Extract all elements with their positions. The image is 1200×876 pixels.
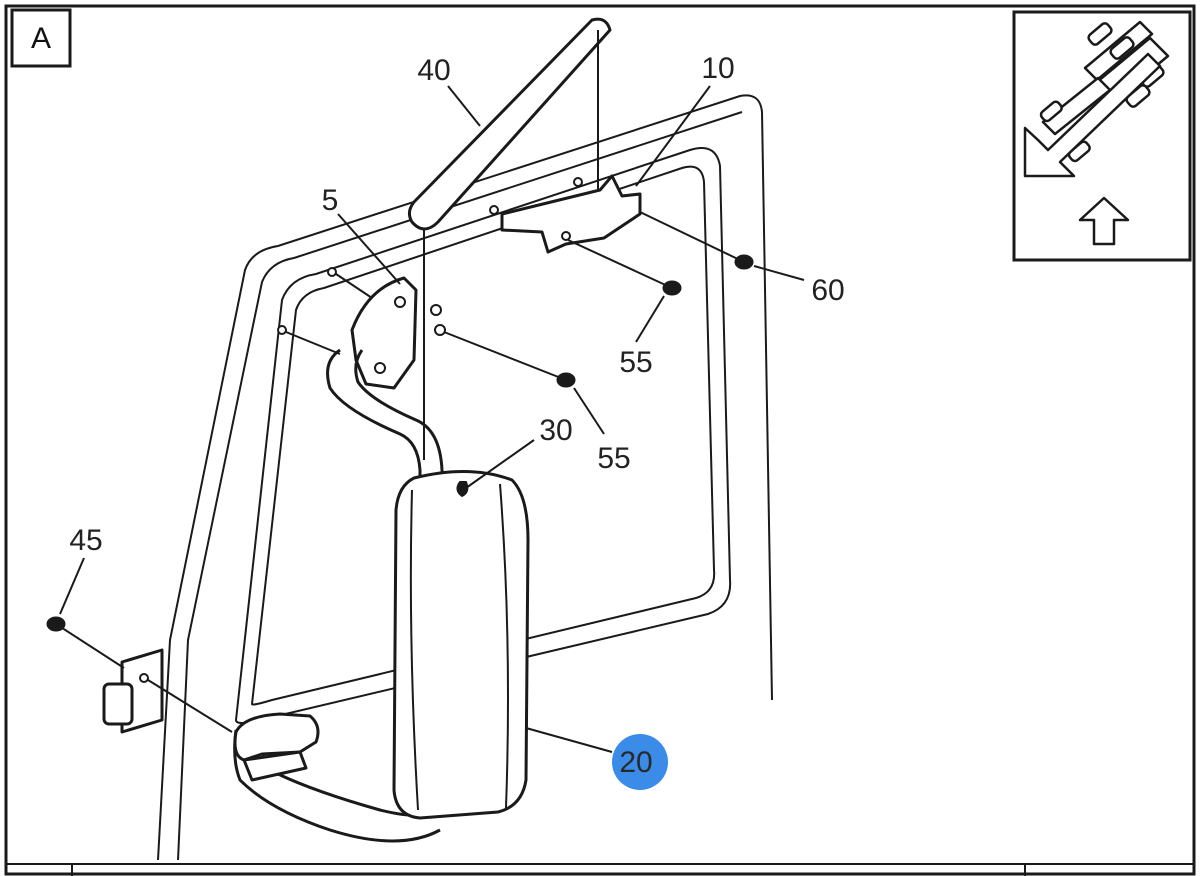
leader-55b xyxy=(573,387,605,435)
leader-lines xyxy=(59,85,805,753)
panel-label: A xyxy=(31,22,51,55)
callout-60[interactable]: 60 xyxy=(811,274,844,307)
leader-10 xyxy=(635,85,711,187)
truck-orientation-icon xyxy=(1023,20,1170,178)
arrow-up-icon xyxy=(1078,196,1130,246)
callout-55-lower[interactable]: 55 xyxy=(597,442,630,475)
diagram-frame xyxy=(4,4,1196,876)
callout-highlight[interactable] xyxy=(612,734,668,790)
panel-label-box: A xyxy=(10,8,72,68)
lower-foot-mount xyxy=(233,712,320,782)
leader-45 xyxy=(59,557,85,615)
callout-55-upper[interactable]: 55 xyxy=(619,346,652,379)
door-window-outline xyxy=(157,94,773,861)
leader-60 xyxy=(753,265,805,281)
part-45-hinge xyxy=(102,648,233,734)
part-5-lower-bracket xyxy=(277,267,446,390)
orientation-inset xyxy=(1012,10,1192,262)
callout-5[interactable]: 5 xyxy=(322,184,339,217)
callout-45[interactable]: 45 xyxy=(69,524,102,557)
leader-30 xyxy=(465,439,535,489)
part-20-mirror-head xyxy=(392,469,530,820)
leader-40 xyxy=(447,85,481,127)
part-10-upper-bracket xyxy=(489,174,642,254)
screw-55-lower-icon xyxy=(443,331,576,388)
callout-30[interactable]: 30 xyxy=(539,414,572,447)
leader-55a xyxy=(635,295,665,343)
part-40-support-arm xyxy=(407,17,612,460)
screw-45-icon xyxy=(46,616,125,669)
callout-20[interactable]: 20 xyxy=(619,746,652,779)
screws xyxy=(46,211,754,669)
leader-20 xyxy=(525,727,613,753)
callout-40[interactable]: 40 xyxy=(417,54,450,87)
screw-60-icon xyxy=(639,211,754,270)
screw-55-upper-icon xyxy=(567,239,682,296)
callout-10[interactable]: 10 xyxy=(701,52,734,85)
leader-5 xyxy=(337,213,401,285)
